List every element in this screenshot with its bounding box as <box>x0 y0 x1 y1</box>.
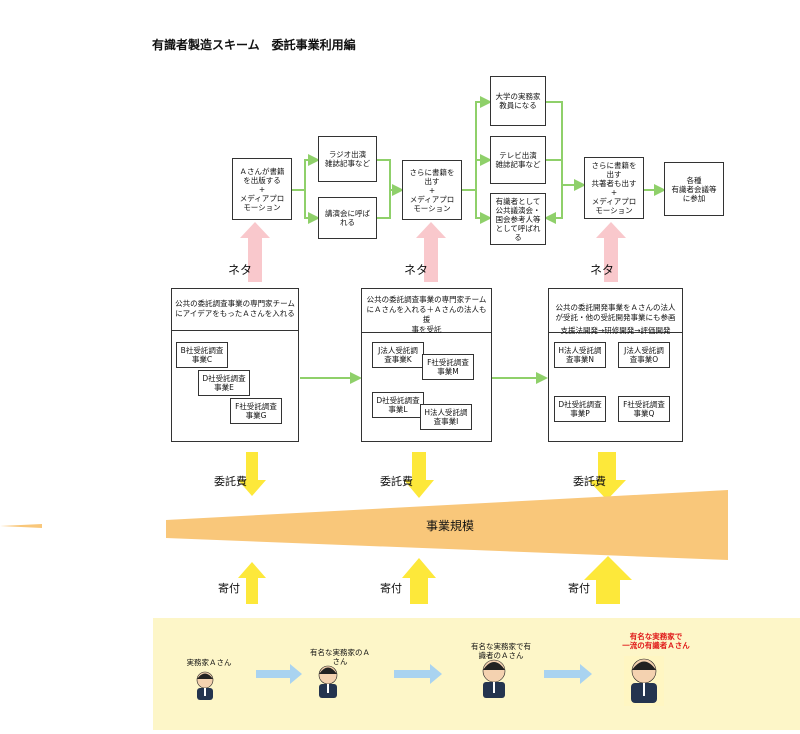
flow-arrow <box>304 190 320 224</box>
flow-arrow <box>292 154 320 191</box>
project-box: F社受託調査 事業M <box>422 354 474 380</box>
commission-label: 委託費 <box>380 475 413 488</box>
panel-heading: 公共の委託調査事業の専門家チーム にアイデアをもったＡさんを入れる <box>172 289 298 331</box>
box-expert-witness: 有識者として 公共議演会・ 国会参考人等 として呼ばれ る <box>490 193 546 245</box>
project-box: H法人受託調 査事業N <box>554 342 606 368</box>
neta-label: ネタ <box>228 263 253 277</box>
project-box: J法人受託調 査事業O <box>618 342 670 368</box>
neta-label: ネタ <box>404 263 429 277</box>
box-coauthor-books: さらに書籍を 出す 共著者も出す + メディアプロ モーション <box>584 157 644 219</box>
page-title: 有識者製造スキーム 委託事業利用編 <box>152 38 356 52</box>
project-box: F社受託調査 事業Q <box>618 396 670 422</box>
donation-label: 寄付 <box>568 582 590 595</box>
panel-heading: 公共の委託開発事業をＡさんの法人 が受託・他の受託開発事業にも参画 支援法開発→… <box>549 289 682 335</box>
flow-arrow <box>546 101 586 191</box>
person-caption-highlight: 有名な実務家で 一流の有識者Ａさん <box>622 632 690 650</box>
box-tv-appearance: テレビ出演 雑誌記事など <box>490 136 546 184</box>
growth-arrow <box>394 664 442 684</box>
donation-label: 寄付 <box>218 582 240 595</box>
growth-arrow <box>544 664 592 684</box>
commission-label: 委託費 <box>214 475 247 488</box>
donation-label: 寄付 <box>380 582 402 595</box>
flow-arrow <box>377 159 404 196</box>
person-icon <box>196 671 214 700</box>
project-box: D社受託調査 事業E <box>198 370 250 396</box>
flow-arrow <box>475 190 492 224</box>
box-a-publishes-book: Ａさんが書籍 を出版する + メディアプロ モーション <box>232 158 292 220</box>
donation-arrow <box>584 556 632 604</box>
flow-arrow <box>544 185 563 224</box>
commission-arrow <box>588 452 626 500</box>
neta-arrow <box>240 222 270 282</box>
box-radio-appearance: ラジオ出演 雑誌記事など <box>318 136 377 182</box>
person-icon <box>624 656 664 706</box>
commission-label: 委託費 <box>573 475 606 488</box>
business-scale-wedge <box>166 490 728 560</box>
project-box: F社受託調査 事業G <box>230 398 282 424</box>
panel-heading: 公共の委託調査事業の専門家チーム にＡさんを入れる＋Ａさんの法人も援 事を受託 <box>362 289 491 334</box>
person-caption: 有名な実務家のＡ さん <box>310 648 370 666</box>
donation-arrow <box>402 558 436 604</box>
project-box: D社受託調査 事業L <box>372 392 424 418</box>
panel-heading-text: 公共の委託開発事業をＡさんの法人 が受託・他の受託開発事業にも参画 <box>555 303 676 322</box>
project-box: B社受託調査 事業C <box>176 342 228 368</box>
box-lecture-invite: 講演会に呼ば れる <box>318 197 377 239</box>
business-scale-label: 事業規模 <box>426 519 475 533</box>
neta-arrow <box>416 222 446 282</box>
project-box: H法人受託調 査事業I <box>420 404 472 430</box>
wedge-tail <box>0 524 42 528</box>
person-icon <box>318 665 338 698</box>
commission-arrow <box>238 452 266 496</box>
donation-arrow <box>238 562 266 604</box>
box-more-books: さらに書籍を 出す + メディアプロ モーション <box>402 160 462 220</box>
person-caption: 実務家Ａさん <box>186 658 232 667</box>
person-icon <box>482 659 506 698</box>
panel-subheading: 支援法開発→研修開発→評価開発 <box>560 326 671 335</box>
flow-arrow <box>377 190 391 219</box>
box-expert-councils: 各種 有識者会議等 に参加 <box>664 162 724 216</box>
neta-label: ネタ <box>590 263 615 277</box>
person-caption: 有名な実務家で有 識者のＡさん <box>471 642 531 660</box>
commission-arrow <box>404 452 434 498</box>
neta-arrow <box>596 222 626 282</box>
flow-arrow <box>462 96 492 191</box>
box-university-faculty: 大学の実務家 教員になる <box>490 76 546 126</box>
project-box: D社受託調査 事業P <box>554 396 606 422</box>
project-box: J法人受託調 査事業K <box>372 342 424 368</box>
growth-arrow <box>256 664 302 684</box>
